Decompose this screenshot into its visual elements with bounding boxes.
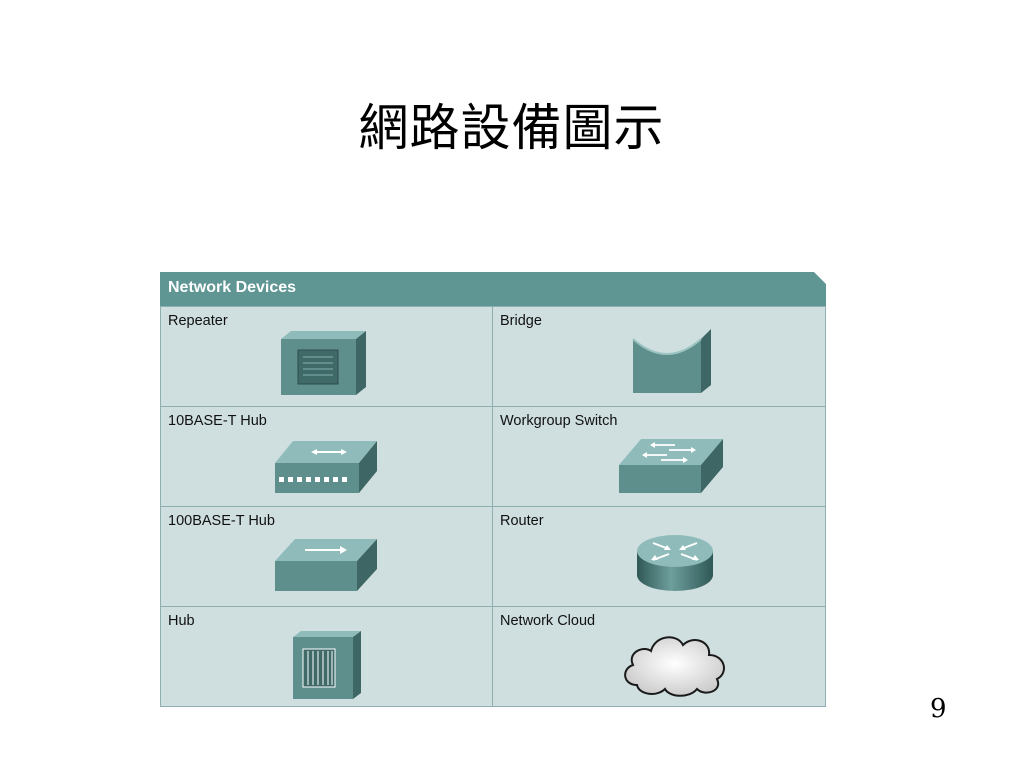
slide-title: 網路設備圖示 [358,99,665,157]
device-label: Router [500,513,544,529]
hub-10base-t-icon [275,441,377,493]
network-cloud-icon [624,636,725,697]
router-icon [637,535,713,591]
cell-router: Router [493,507,825,607]
device-label: Hub [168,613,195,629]
header-corner-notch [814,272,826,284]
device-label: Network Cloud [500,613,596,629]
device-grid: Repeater Bridge [160,306,826,707]
workgroup-switch-icon [619,439,723,493]
cell-100base-t-hub: 100BASE-T Hub [161,507,493,607]
cell-workgroup-switch: Workgroup Switch [493,407,825,507]
hub-100base-t-icon [275,539,377,591]
device-label: 100BASE-T Hub [168,513,275,529]
table-header: Network Devices [160,272,826,306]
cell-repeater: Repeater [161,307,493,407]
network-devices-table: Network Devices Repeater Bridge [160,272,826,707]
device-label: Repeater [168,313,228,329]
table-header-title: Network Devices [168,279,297,296]
device-label: Workgroup Switch [500,413,618,429]
bridge-icon [632,329,711,393]
cell-bridge: Bridge [493,307,825,407]
cell-10base-t-hub: 10BASE-T Hub [161,407,493,507]
cell-network-cloud: Network Cloud [493,607,825,707]
device-label: 10BASE-T Hub [168,413,267,429]
page-number: 9 [930,694,947,724]
cell-hub: Hub [161,607,493,707]
device-label: Bridge [500,313,542,329]
repeater-icon [281,331,366,395]
hub-icon [293,631,361,699]
